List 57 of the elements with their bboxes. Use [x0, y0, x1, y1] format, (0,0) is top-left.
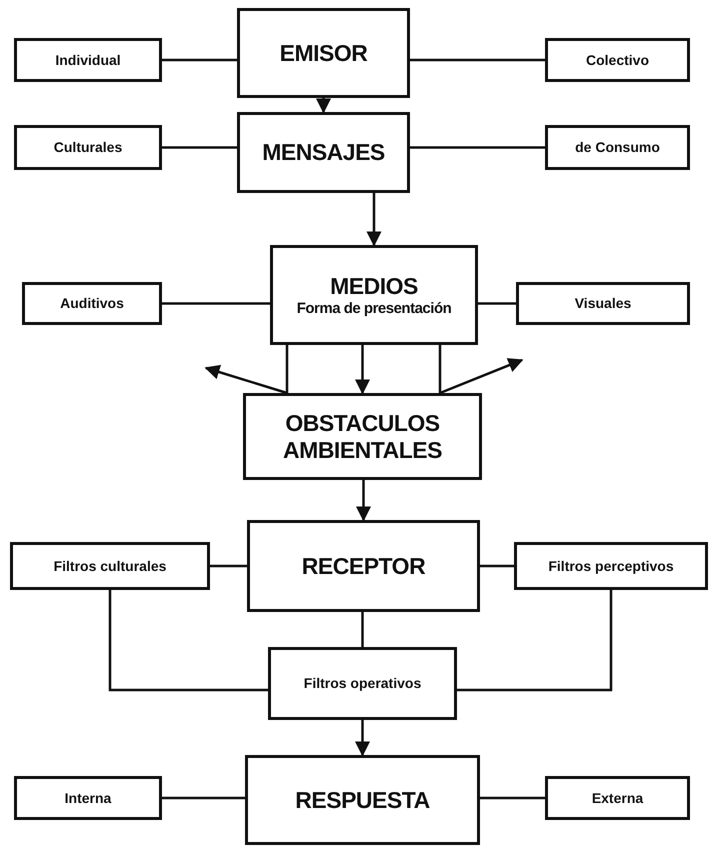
connector-line [457, 590, 612, 692]
arrow [356, 480, 371, 522]
connector-line [162, 58, 237, 62]
connector-line [438, 345, 442, 393]
process-box [14, 38, 162, 82]
node-label: OBSTACULOS AMBIENTALES [282, 410, 443, 463]
node-label: Filtros perceptivos [548, 558, 674, 574]
node-label: Colectivo [586, 52, 649, 68]
connector-line [361, 612, 364, 647]
node-label: Visuales [574, 295, 632, 312]
process-box [514, 542, 708, 590]
node-label: Culturales [54, 139, 122, 156]
node-label: Interna [64, 790, 112, 806]
node-subtitle: Forma de presentación [296, 300, 452, 317]
process-box [22, 282, 162, 325]
arrow [355, 345, 370, 394]
node-label: de Consumo [575, 139, 660, 156]
node-label: Auditivos [60, 295, 124, 312]
connector-line [108, 590, 268, 692]
node-label: Filtros culturales [54, 558, 166, 574]
arrow [355, 720, 370, 756]
node-label: Individual [55, 52, 121, 68]
arrow [316, 98, 331, 114]
process-box [237, 112, 410, 193]
process-box [545, 776, 690, 820]
node-label: RESPUESTA [295, 786, 430, 814]
process-box [10, 542, 210, 590]
connector-line [210, 564, 247, 568]
arrow [204, 364, 288, 394]
process-box [268, 647, 457, 720]
connector-line [480, 564, 514, 568]
process-box [14, 125, 162, 170]
node-label: EMISOR [280, 40, 368, 66]
process-box [270, 245, 478, 345]
connector-line [478, 302, 516, 305]
connector-line [286, 345, 288, 393]
node-label: RECEPTOR [302, 552, 426, 580]
process-box [237, 8, 410, 98]
node-label: MENSAJES [262, 139, 385, 166]
process-box [247, 520, 480, 612]
node-label: Externa [592, 790, 644, 806]
arrow [440, 358, 524, 394]
node-label: Filtros operativos [304, 675, 422, 692]
process-box [245, 755, 480, 845]
connector-line [162, 302, 270, 305]
connector-line [410, 58, 545, 62]
connector-line [162, 796, 245, 800]
arrow [366, 193, 382, 246]
process-box [243, 393, 482, 480]
connector-line [480, 796, 545, 800]
process-box [545, 38, 690, 82]
process-box [516, 282, 690, 325]
node-label: MEDIOS [330, 273, 418, 300]
process-box [14, 776, 162, 820]
process-box [545, 125, 690, 170]
connector-line [410, 146, 545, 149]
connector-line [162, 146, 237, 149]
